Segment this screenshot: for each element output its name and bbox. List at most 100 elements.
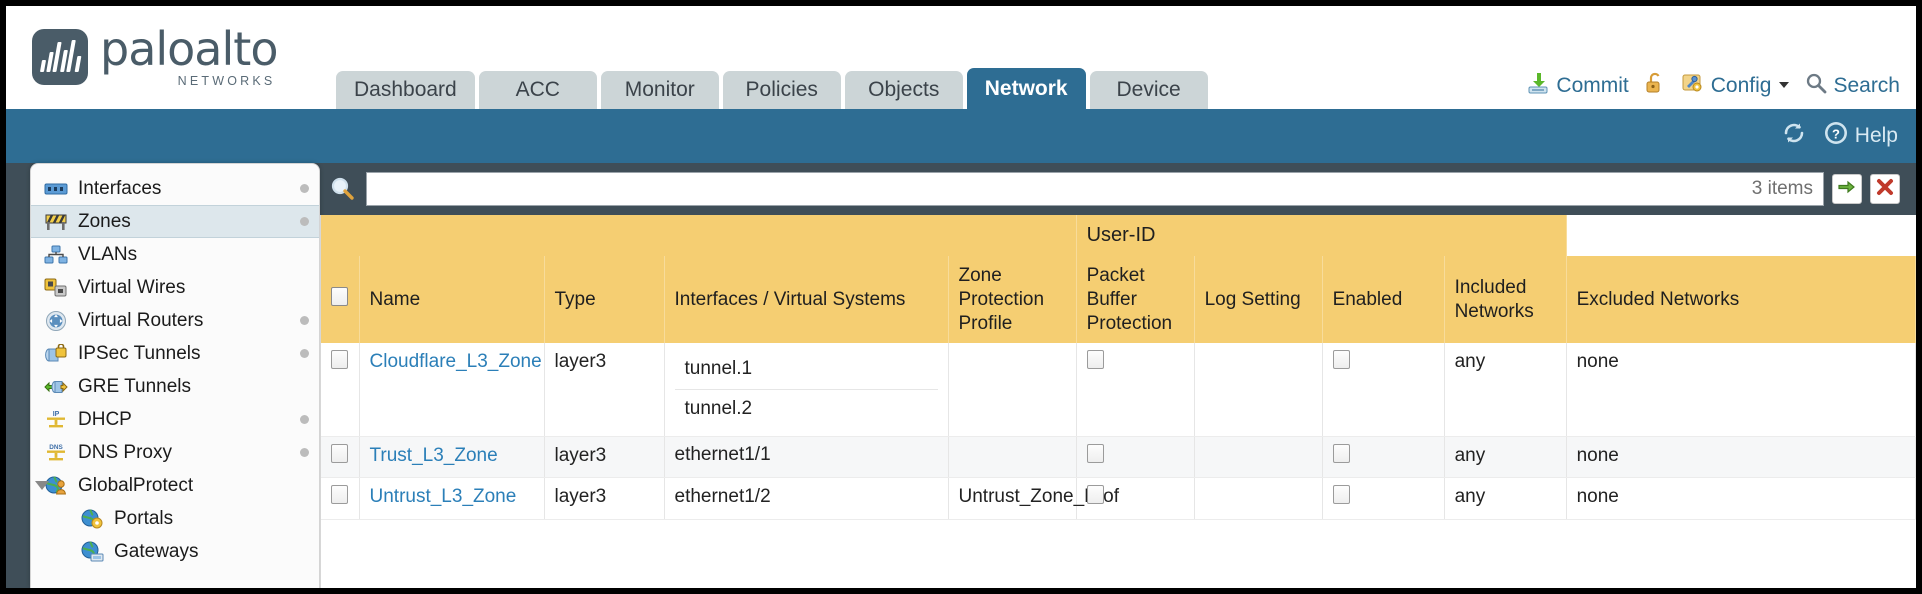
sidebar-item-gateways[interactable]: Gateways <box>31 535 319 568</box>
column-header-zone-protection-profile[interactable]: Zone Protection Profile <box>948 256 1077 344</box>
user-id-enabled-checkbox[interactable] <box>1332 485 1350 505</box>
apply-filter-button[interactable] <box>1832 174 1862 204</box>
sidebar-item-label: DNS Proxy <box>78 441 172 463</box>
user-id-enabled-cell <box>1322 436 1445 479</box>
sidebar-item-virtual-wires[interactable]: Virtual Wires <box>31 271 319 304</box>
column-header-type[interactable]: Type <box>544 256 665 344</box>
packet-buffer-protection-checkbox[interactable] <box>1086 443 1104 463</box>
paloalto-logo-icon <box>32 28 88 85</box>
sidebar-item-label: Virtual Routers <box>78 309 204 331</box>
tab-dashboard[interactable]: Dashboard <box>336 71 475 109</box>
sidebar-item-label: GRE Tunnels <box>78 375 191 397</box>
column-header-enabled[interactable]: Enabled <box>1322 256 1445 344</box>
column-header-interfaces[interactable]: Interfaces / Virtual Systems <box>664 256 949 344</box>
commit-download-icon <box>1526 71 1550 101</box>
band-actions: ? Help <box>1781 120 1898 152</box>
sidebar-item-label: VLANs <box>78 243 138 265</box>
column-header-packet-buffer-protection[interactable]: Packet Buffer Protection <box>1076 256 1195 344</box>
sidebar-item-zones[interactable]: Zones <box>31 205 319 238</box>
zone-type-cell: layer3 <box>544 343 665 437</box>
packet-buffer-protection-checkbox[interactable] <box>1086 350 1104 370</box>
status-dot <box>300 349 309 358</box>
sidebar-item-dhcp[interactable]: IP DHCP <box>31 403 319 436</box>
gateways-icon <box>79 540 105 562</box>
log-setting-cell <box>1194 436 1323 479</box>
select-all-checkbox[interactable] <box>331 286 348 306</box>
search-label: Search <box>1833 74 1900 97</box>
sidebar-item-portals[interactable]: Portals <box>31 502 319 535</box>
chevron-down-icon <box>1777 74 1791 98</box>
zones-table: User-ID Name Type Interfaces / Virtual S… <box>321 215 1916 520</box>
packet-buffer-protection-checkbox[interactable] <box>1086 485 1104 505</box>
sidebar-item-gre-tunnels[interactable]: GRE Tunnels <box>31 370 319 403</box>
zones-table-wrapper: User-ID Name Type Interfaces / Virtual S… <box>320 215 1916 588</box>
packet-buffer-protection-cell <box>1076 436 1195 479</box>
table-row[interactable]: Cloudflare_L3_Zone layer3 tunnel.1 tunne… <box>321 343 1916 437</box>
user-id-enabled-cell <box>1322 477 1445 520</box>
interfaces-icon <box>43 179 69 199</box>
column-header-name[interactable]: Name <box>359 256 545 344</box>
log-setting-cell <box>1194 343 1323 437</box>
expand-collapse-caret-icon[interactable] <box>35 481 49 490</box>
sidebar-item-label: Virtual Wires <box>78 276 186 298</box>
red-x-clear-icon <box>1875 177 1895 202</box>
zones-table-body: Cloudflare_L3_Zone layer3 tunnel.1 tunne… <box>321 343 1916 520</box>
config-menu-button[interactable]: Config <box>1681 71 1792 101</box>
status-dot <box>300 448 309 457</box>
table-header-row: Name Type Interfaces / Virtual Systems Z… <box>321 256 1916 344</box>
tab-monitor[interactable]: Monitor <box>600 71 719 109</box>
packet-buffer-protection-cell <box>1076 477 1195 520</box>
zone-name-link[interactable]: Untrust_L3_Zone <box>369 486 517 508</box>
unlock-icon[interactable] <box>1643 71 1667 101</box>
refresh-icon[interactable] <box>1781 120 1807 152</box>
zones-barrier-icon <box>43 212 69 232</box>
sidebar-item-vlans[interactable]: VLANs <box>31 238 319 271</box>
column-header-log-setting[interactable]: Log Setting <box>1194 256 1323 344</box>
row-select-cell <box>321 477 360 520</box>
select-all-header <box>321 256 360 344</box>
user-id-enabled-checkbox[interactable] <box>1332 350 1350 370</box>
tab-acc[interactable]: ACC <box>478 71 597 109</box>
column-header-included-networks[interactable]: Included Networks <box>1444 256 1567 344</box>
sidebar-item-virtual-routers[interactable]: Virtual Routers <box>31 304 319 337</box>
zone-interfaces-cell: ethernet1/2 <box>664 477 949 520</box>
clear-filter-button[interactable] <box>1870 174 1900 204</box>
sidebar-item-interfaces[interactable]: Interfaces <box>31 172 319 205</box>
row-checkbox[interactable] <box>331 443 348 463</box>
row-checkbox[interactable] <box>331 485 348 505</box>
zone-name-link[interactable]: Cloudflare_L3_Zone <box>369 351 542 373</box>
sidebar-item-label: Interfaces <box>78 177 162 199</box>
row-checkbox[interactable] <box>331 350 348 370</box>
table-row[interactable]: Untrust_L3_Zone layer3 ethernet1/2 Untru… <box>321 477 1916 520</box>
sidebar-item-dns-proxy[interactable]: DNS DNS Proxy <box>31 436 319 469</box>
svg-text:?: ? <box>1832 126 1840 141</box>
tab-policies[interactable]: Policies <box>722 71 841 109</box>
config-label: Config <box>1710 74 1772 97</box>
sidebar-item-ipsec-tunnels[interactable]: IPSec Tunnels <box>31 337 319 370</box>
help-button[interactable]: ? Help <box>1823 120 1898 152</box>
status-dot <box>300 184 309 193</box>
zone-type-cell: layer3 <box>544 436 665 479</box>
filter-search-input[interactable]: 3 items <box>366 172 1824 206</box>
gre-tunnels-icon <box>43 377 69 397</box>
commit-button[interactable]: Commit <box>1526 71 1629 101</box>
column-header-excluded-networks[interactable]: Excluded Networks <box>1566 256 1916 344</box>
brand-text: paloalto NETWORKS <box>100 26 278 88</box>
tab-objects[interactable]: Objects <box>844 71 963 109</box>
config-wrench-icon <box>1681 71 1705 101</box>
user-id-group-header: User-ID <box>1076 215 1567 256</box>
table-row[interactable]: Trust_L3_Zone layer3 ethernet1/1 <box>321 436 1916 479</box>
user-id-enabled-checkbox[interactable] <box>1332 443 1350 463</box>
search-button[interactable]: Search <box>1805 72 1900 100</box>
dhcp-icon: IP <box>43 410 69 430</box>
tab-device[interactable]: Device <box>1089 71 1208 109</box>
group-header-spacer <box>321 215 1077 256</box>
zone-name-link[interactable]: Trust_L3_Zone <box>369 444 498 466</box>
brand-subtitle: NETWORKS <box>177 74 276 88</box>
tab-network[interactable]: Network <box>966 68 1086 109</box>
sidebar-item-globalprotect[interactable]: GlobalProtect <box>31 469 319 502</box>
zone-type-cell: layer3 <box>544 477 665 520</box>
sidebar: Interfaces Zones <box>30 163 320 588</box>
top-bar: paloalto NETWORKS Dashboard ACC Monitor … <box>6 6 1916 109</box>
sidebar-item-label: IPSec Tunnels <box>78 342 201 364</box>
